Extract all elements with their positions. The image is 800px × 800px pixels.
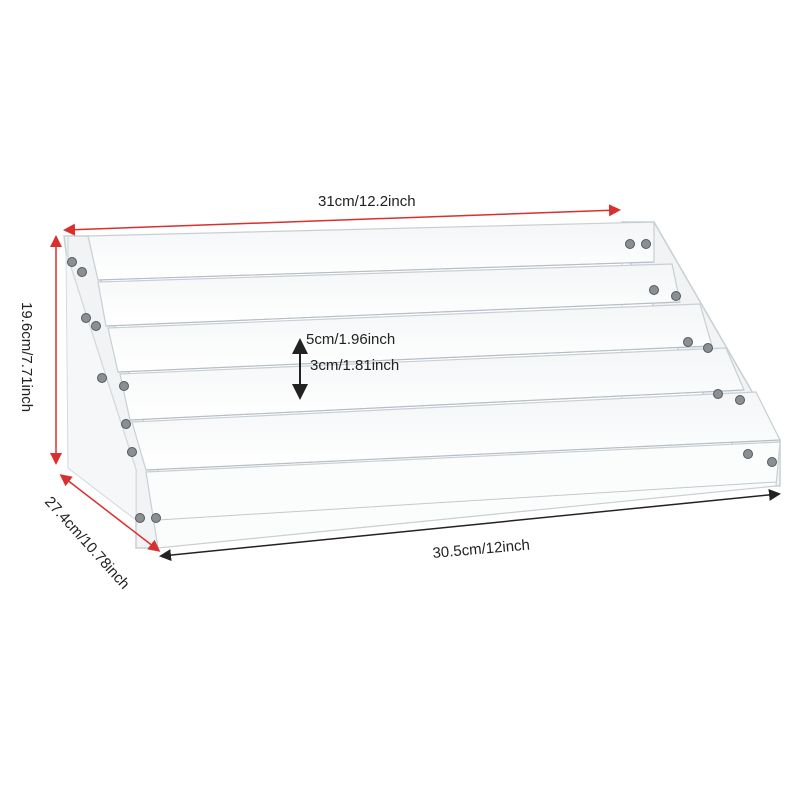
screw-icon <box>671 291 681 301</box>
screw-icon <box>119 381 129 391</box>
screw-icon <box>97 373 107 383</box>
screw-icon <box>151 513 161 523</box>
screw-icon <box>703 343 713 353</box>
screw-icon <box>649 285 659 295</box>
screw-icon <box>767 457 777 467</box>
top-width-arrow <box>63 204 621 236</box>
step-lip-label: 3cm/1.81inch <box>310 357 399 374</box>
screw-icon <box>641 239 651 249</box>
step-height-label: 5cm/1.96inch <box>306 331 395 348</box>
height-label: 19.6cm/7.71inch <box>18 302 35 412</box>
screws <box>67 239 777 523</box>
depth-arrow <box>59 474 161 552</box>
screw-icon <box>121 419 131 429</box>
depth-label: 27.4cm/10.78inch <box>41 493 133 592</box>
screw-icon <box>743 449 753 459</box>
bottom-width-arrow <box>159 488 781 562</box>
screw-icon <box>735 395 745 405</box>
shelf-tier-5 <box>131 391 781 471</box>
dimension-arrows <box>50 204 781 562</box>
screw-icon <box>683 337 693 347</box>
shelf-tiers <box>65 221 781 549</box>
screw-icon <box>625 239 635 249</box>
screw-icon <box>81 313 91 323</box>
screw-icon <box>77 267 87 277</box>
bottom-width-label: 30.5cm/12inch <box>432 537 531 562</box>
screw-icon <box>713 389 723 399</box>
screw-icon <box>91 321 101 331</box>
screw-icon <box>127 447 137 457</box>
screw-icon <box>135 513 145 523</box>
shelf-tier-2 <box>97 263 681 327</box>
shelf-tier-1 <box>87 221 655 281</box>
screw-icon <box>67 257 77 267</box>
top-width-label: 31cm/12.2inch <box>318 193 416 210</box>
shelf-tier-4 <box>119 347 745 421</box>
